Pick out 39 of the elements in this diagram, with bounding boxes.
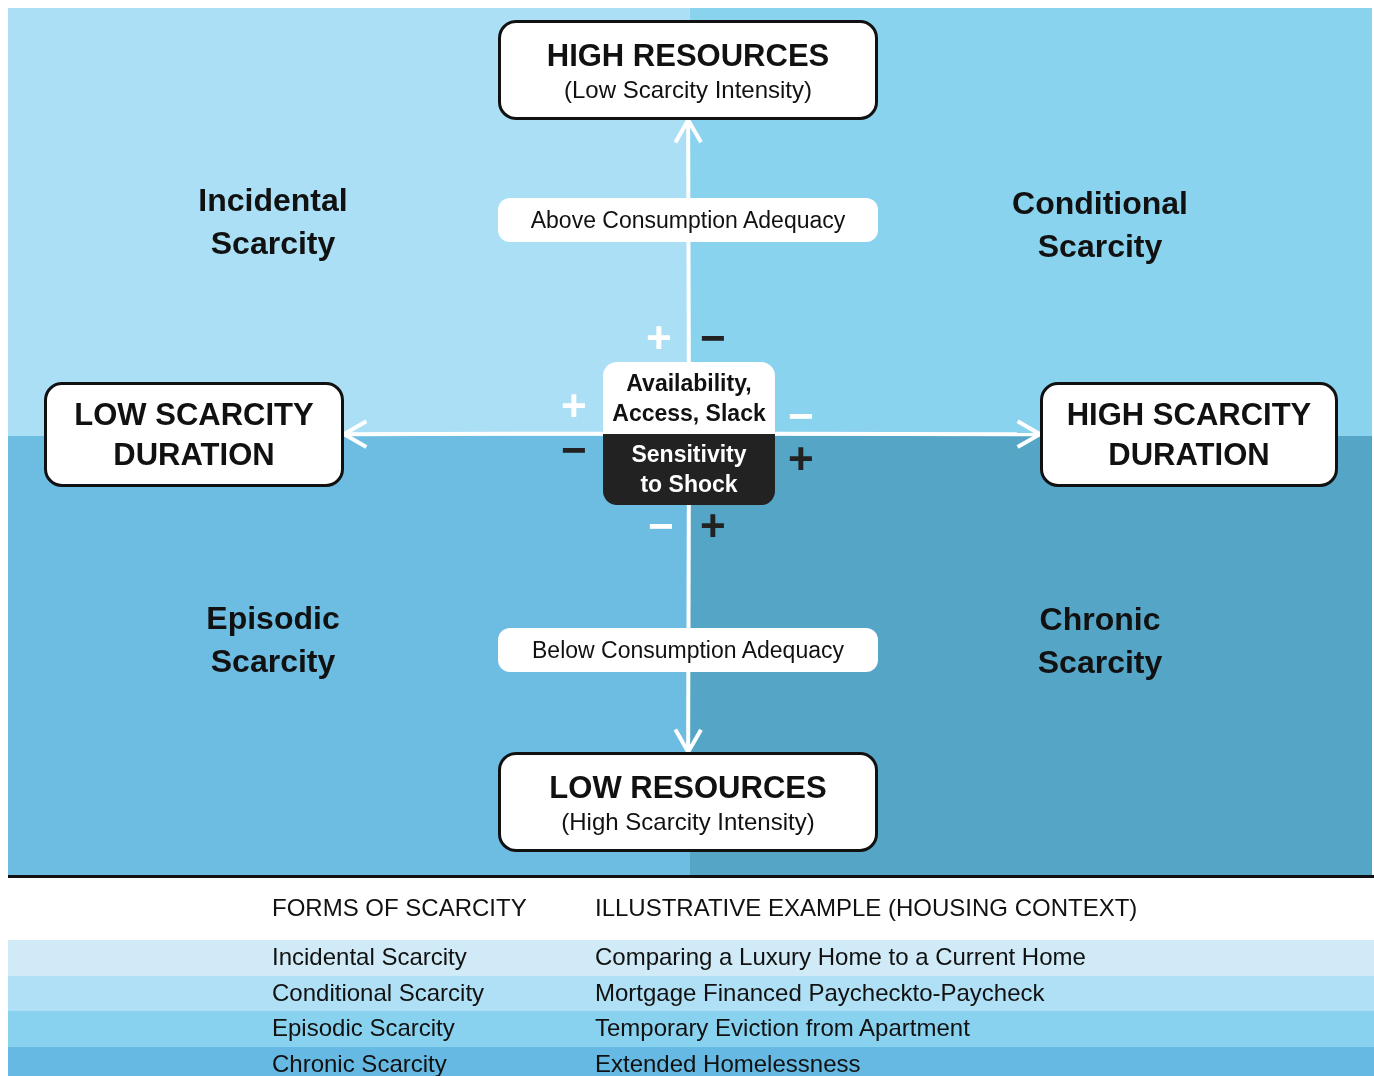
minus-sign: −	[700, 316, 726, 360]
box-title: LOW SCARCITY DURATION	[73, 395, 315, 474]
table-cell: Extended Homelessness	[595, 1049, 861, 1076]
table-cell: Incidental Scarcity	[272, 943, 467, 971]
plus-sign: +	[788, 437, 814, 481]
minus-sign: −	[648, 504, 674, 548]
box-subtitle: (Low Scarcity Intensity)	[563, 76, 813, 104]
quadrant-title: Incidental Scarcity	[197, 181, 349, 263]
quadrant-title: Episodic Scarcity	[205, 599, 341, 681]
dimension-label: Availability, Access, Slack	[603, 362, 775, 434]
column-header: ILLUSTRATIVE EXAMPLE (HOUSING CONTEXT)	[595, 894, 1138, 922]
box-title: LOW RESOURCES	[548, 769, 828, 807]
edge-label: Below Consumption Adequacy	[498, 628, 878, 672]
table-cell: Comparing a Luxury Home to a Current Home	[595, 943, 1086, 971]
arrow	[775, 419, 1042, 449]
quadrant-title: Chronic Scarcity	[1036, 600, 1164, 682]
box-subtitle: (High Scarcity Intensity)	[561, 808, 815, 836]
plus-sign: +	[700, 504, 726, 548]
category-box	[1040, 382, 1338, 487]
quadrant-title: Conditional Scarcity	[1011, 184, 1189, 266]
center-label-box	[603, 362, 775, 505]
arrow	[342, 419, 603, 449]
plus-sign: +	[646, 316, 672, 360]
category-box	[498, 20, 878, 120]
minus-sign: −	[561, 428, 587, 472]
column-header: FORMS OF SCARCITY	[272, 894, 527, 922]
table-cell: Chronic Scarcity	[272, 1049, 447, 1076]
table-cell: Temporary Eviction from Apartment	[595, 1014, 970, 1042]
box-title: HIGH RESOURCES	[545, 37, 831, 75]
table-cell: Conditional Scarcity	[272, 978, 485, 1007]
dimension-label: Sensitivity to Shock	[603, 433, 775, 505]
category-box	[498, 752, 878, 852]
table-cell: Episodic Scarcity	[272, 1014, 455, 1042]
table-cell: Mortgage Financed Paycheckto-Paycheck	[595, 978, 1045, 1007]
edge-label: Above Consumption Adequacy	[498, 198, 878, 242]
category-box	[44, 382, 344, 487]
box-title: HIGH SCARCITY DURATION	[1065, 395, 1313, 474]
minus-sign: −	[788, 394, 814, 438]
plus-sign: +	[561, 384, 587, 428]
